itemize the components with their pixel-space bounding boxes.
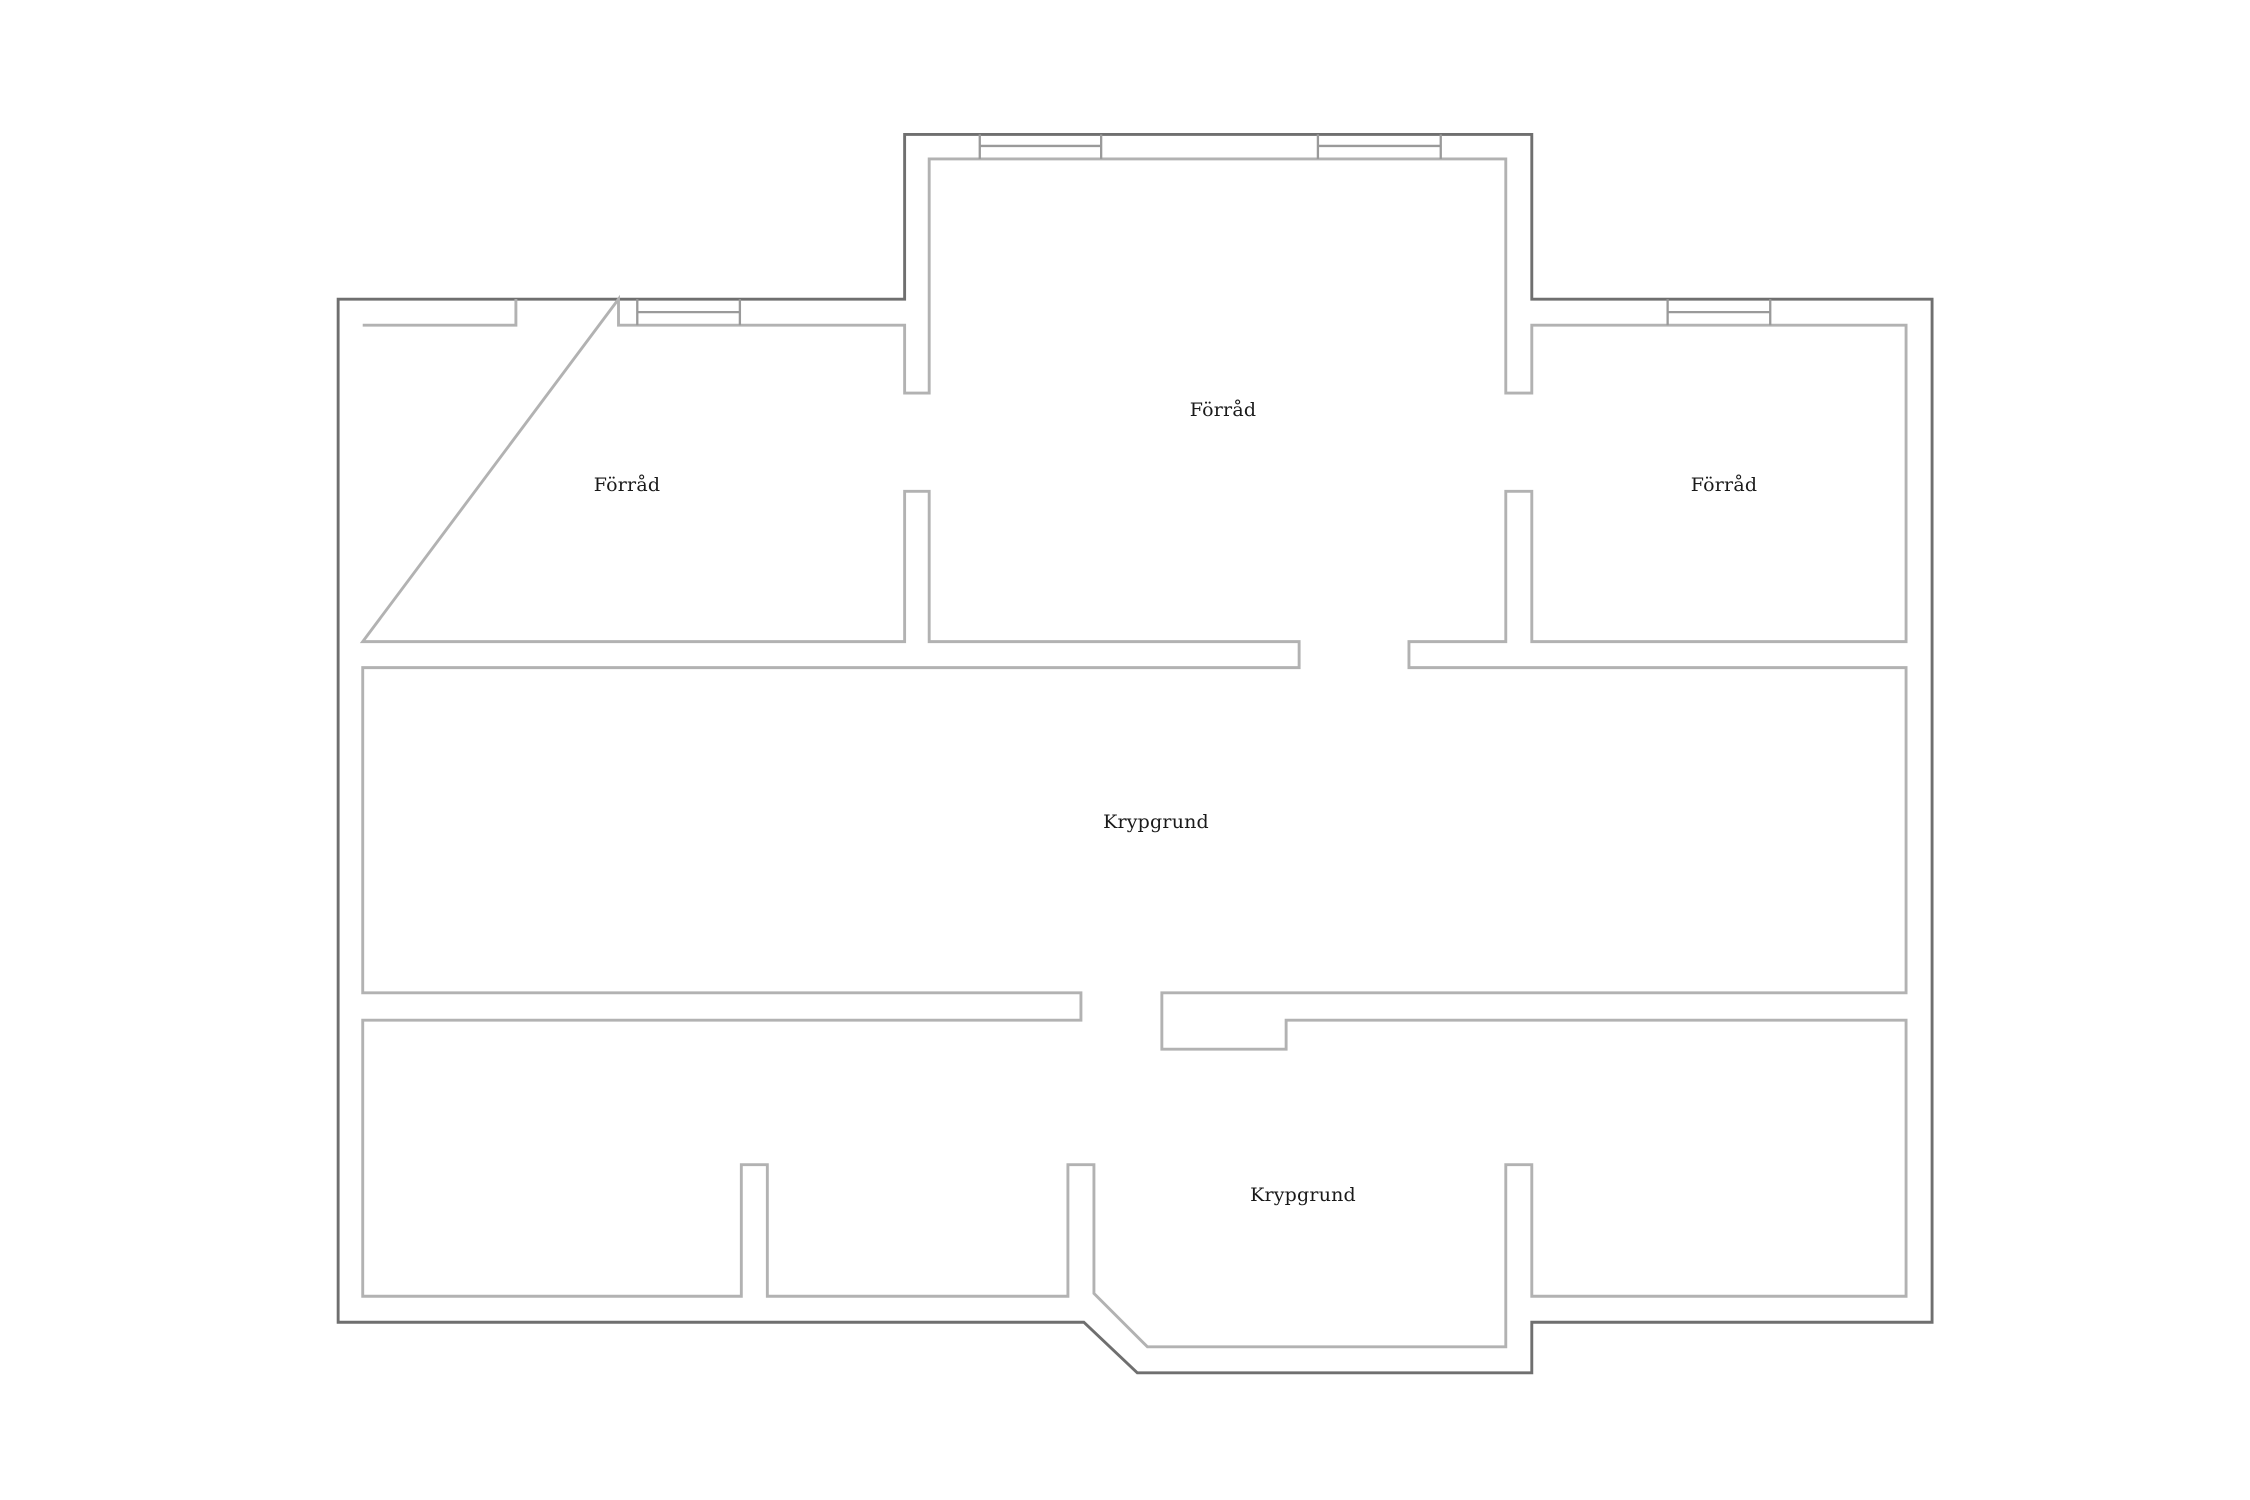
window-storage-west [636, 299, 742, 326]
window-center-right [1316, 134, 1442, 159]
outer-wall [336, 132, 1934, 1375]
room-label-storage-west: Förråd [593, 474, 661, 496]
window-center-left [978, 134, 1103, 159]
window-storage-east [1666, 299, 1772, 326]
room-label-storage-east: Förråd [1690, 474, 1758, 496]
room-label-crawlspace-middle: Krypgrund [1103, 811, 1209, 833]
room-label-storage-center: Förråd [1189, 399, 1257, 421]
room-outline-storage-west [359, 157, 1908, 1349]
room-label-crawlspace-south: Krypgrund [1250, 1184, 1356, 1206]
